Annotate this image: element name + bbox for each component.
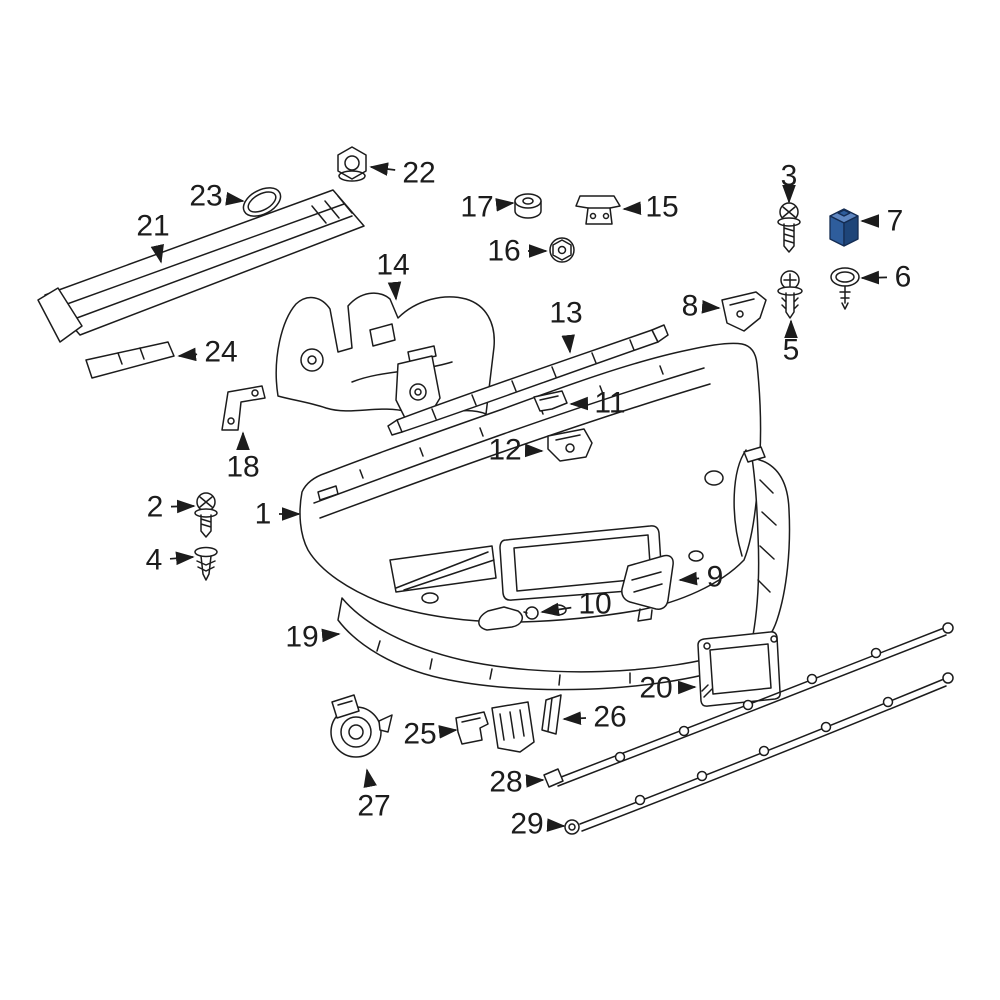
callout-arrow-10 [540,602,572,617]
part-number-7: 7 [887,205,904,238]
part-number-15: 15 [645,191,678,224]
part-8-corner-bracket [721,291,767,332]
part-number-3: 3 [781,160,798,193]
part-number-24: 24 [204,336,237,369]
callout-arrow-28 [525,774,545,788]
callout-arrow-26 [562,711,587,726]
callout-arrow-25 [438,725,458,739]
callout-arrow-13 [561,334,575,354]
part-number-21: 21 [136,210,169,243]
part-number-25: 25 [403,718,436,751]
part-15-bracket [575,195,621,225]
part-3-screw [777,202,801,253]
callout-arrow-14 [387,281,402,301]
callout-arrow-19 [321,628,341,643]
callout-arrow-2 [170,499,196,514]
callout-arrow-9 [678,571,700,586]
part-12-guide [547,428,593,462]
part-number-6: 6 [895,261,912,294]
callout-arrow-8 [701,300,721,314]
part-number-19: 19 [285,621,318,654]
part-number-13: 13 [549,297,582,330]
part-number-4: 4 [146,544,163,577]
part-number-9: 9 [707,561,724,594]
part-number-20: 20 [639,672,672,705]
callout-arrow-23 [225,191,245,206]
callout-layer: 1234567891011121314151617181920212223242… [136,157,911,841]
part-number-1: 1 [255,498,272,531]
part-number-16: 16 [487,235,520,268]
part-number-14: 14 [376,249,409,282]
part-7-clip-nut-highlighted [829,208,859,247]
part-number-5: 5 [783,334,800,367]
callout-arrow-6 [860,270,888,285]
part-number-10: 10 [578,588,611,621]
part-22-hex-nut [337,146,367,182]
part-4-expansion-clip [194,546,218,581]
part-9-holder [621,554,674,622]
part-number-18: 18 [226,451,259,484]
part-25-sensor-holder [455,701,535,753]
part-13-support-rail [387,324,669,436]
part-number-22: 22 [402,157,435,190]
part-24-mounting-strip [85,341,175,379]
callout-arrow-27 [363,768,377,788]
part-1-bumper-cover [299,342,762,623]
part-21-impact-bar [37,189,365,343]
part-6-plug [830,267,860,310]
part-5-expansion-rivet [777,270,803,319]
part-14-bracket-assembly [275,292,495,421]
part-18-bracket [221,385,266,431]
callout-arrow-17 [495,198,515,212]
part-number-11: 11 [594,387,625,420]
part-27-parking-sensor [330,694,393,758]
part-number-2: 2 [147,491,164,524]
part-23-pad [242,187,282,217]
part-11-clip [533,390,568,412]
part-20-license-filler-plate [697,631,781,707]
part-28-wiring-harness [543,622,954,788]
part-number-28: 28 [489,766,522,799]
part-10-hook [478,606,539,631]
part-number-29: 29 [510,808,543,841]
callout-arrow-24 [177,347,198,362]
part-number-27: 27 [357,790,390,823]
callout-arrow-29 [546,818,566,832]
part-29-wiring-harness [564,672,954,835]
part-number-26: 26 [593,701,626,734]
part-26-strip [541,694,562,735]
part-number-8: 8 [682,290,699,323]
callout-arrow-22 [369,162,396,176]
part-number-17: 17 [460,191,493,224]
part-16-push-nut [549,237,575,263]
part-number-12: 12 [488,434,521,467]
callout-arrow-15 [622,201,642,215]
part-number-23: 23 [189,180,222,213]
callout-arrow-21 [150,243,164,264]
part-17-grommet [514,193,542,219]
part-2-screw [194,492,218,538]
callout-arrow-4 [169,551,195,566]
